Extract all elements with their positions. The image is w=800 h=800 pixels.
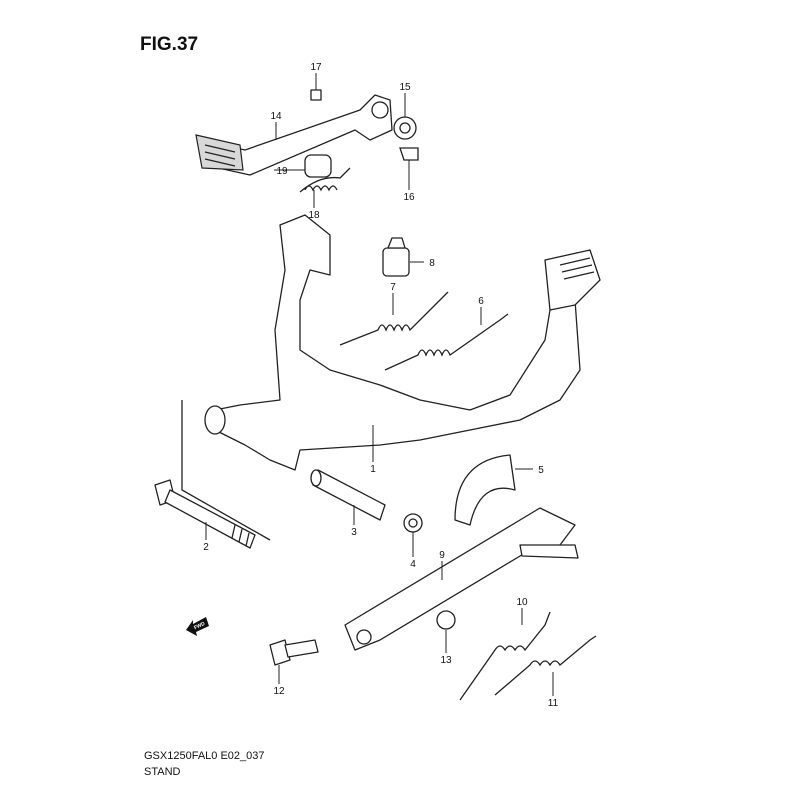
fwd-arrow-icon: FWD <box>186 617 209 636</box>
section-name: STAND <box>144 766 181 778</box>
callout-5[interactable]: 5 <box>538 465 544 476</box>
callout-19[interactable]: 19 <box>276 166 288 177</box>
callout-14[interactable]: 14 <box>270 111 282 122</box>
callout-17[interactable]: 17 <box>310 62 322 73</box>
callout-16[interactable]: 16 <box>403 192 415 203</box>
model-code: GSX1250FAL0 E02_037 <box>144 750 265 762</box>
part-19-collar <box>304 154 332 178</box>
callout-3[interactable]: 3 <box>351 527 357 538</box>
part-10-spring <box>459 611 551 701</box>
part-5-bracket <box>454 454 516 526</box>
callout-10[interactable]: 10 <box>516 597 528 608</box>
part-9-side-stand <box>344 507 579 651</box>
callout-2[interactable]: 2 <box>203 542 209 553</box>
part-14-lever <box>195 94 393 176</box>
part-7-spring <box>339 291 449 346</box>
part-18-spring <box>299 167 351 193</box>
callout-9[interactable]: 9 <box>439 550 445 561</box>
callout-6[interactable]: 6 <box>478 296 484 307</box>
callout-1[interactable]: 1 <box>370 464 376 475</box>
fwd-label: FWD <box>193 621 206 631</box>
part-2-bolt <box>154 479 256 549</box>
callout-11[interactable]: 11 <box>548 698 559 709</box>
figure-title: FIG.37 <box>140 34 199 55</box>
callout-13[interactable]: 13 <box>440 655 452 666</box>
part-16-clip <box>399 147 419 161</box>
part-1-center-stand <box>181 214 601 541</box>
part-12-bolt <box>269 639 319 666</box>
callout-8[interactable]: 8 <box>429 258 435 269</box>
part-4-nut <box>403 513 423 533</box>
callout-15[interactable]: 15 <box>399 82 411 93</box>
callout-18[interactable]: 18 <box>308 210 320 221</box>
callout-7[interactable]: 7 <box>390 282 396 293</box>
callout-4[interactable]: 4 <box>410 559 416 570</box>
callout-12[interactable]: 12 <box>273 686 285 697</box>
part-15-washer <box>393 116 417 140</box>
part-8-rubber-stop <box>382 237 410 277</box>
part-11-spring <box>494 635 597 696</box>
part-3-shaft <box>310 469 386 521</box>
part-13-nut <box>436 610 456 630</box>
part-6-spring <box>384 313 509 371</box>
part-17-bolt <box>310 89 322 101</box>
